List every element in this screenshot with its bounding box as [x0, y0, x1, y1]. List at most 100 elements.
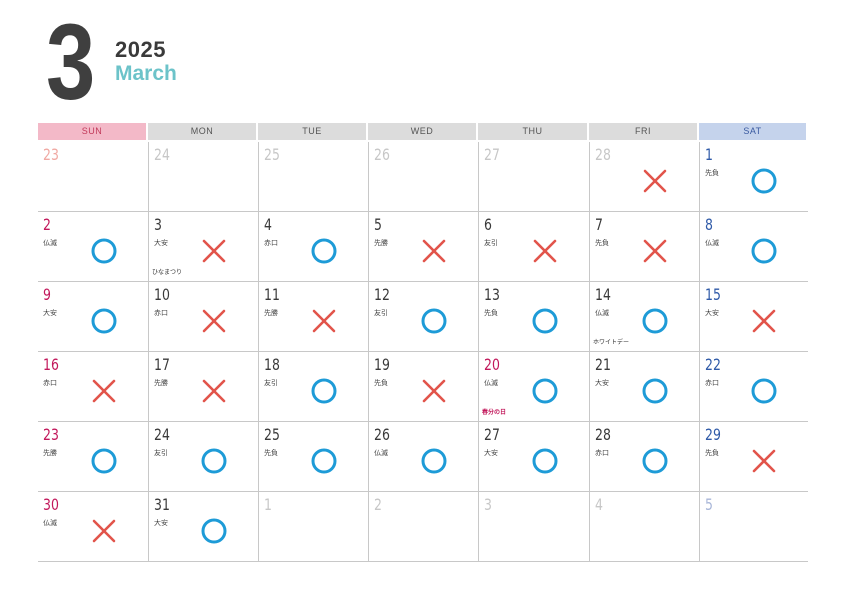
cross-mark-icon	[202, 379, 226, 403]
rokuyo-label: 大安	[43, 310, 57, 317]
day-number: 24	[154, 425, 170, 444]
rokuyo-label: 仏滅	[595, 310, 609, 317]
day-number: 6	[484, 215, 492, 234]
rokuyo-label: 先負	[705, 450, 719, 457]
circle-mark-icon	[751, 378, 777, 404]
day-number: 28	[595, 425, 611, 444]
day-number: 21	[595, 355, 611, 374]
day-number: 10	[154, 285, 170, 304]
day-number: 30	[43, 495, 59, 514]
day-number: 22	[705, 355, 721, 374]
day-cell[interactable]: 25 先負	[258, 422, 368, 492]
rokuyo-label: 仏滅	[43, 240, 57, 247]
day-number: 15	[705, 285, 721, 304]
day-number: 12	[374, 285, 390, 304]
circle-mark-icon	[642, 308, 668, 334]
rokuyo-label: 赤口	[154, 310, 168, 317]
cross-mark-icon	[312, 309, 336, 333]
day-number: 4	[595, 495, 603, 514]
rokuyo-label: 先負	[264, 450, 278, 457]
weekday-header-fri: FRI	[589, 123, 697, 140]
day-cell[interactable]: 26	[368, 142, 478, 212]
day-number: 9	[43, 285, 51, 304]
day-number: 2	[43, 215, 51, 234]
rokuyo-label: 赤口	[595, 450, 609, 457]
day-number: 18	[264, 355, 280, 374]
rokuyo-label: 先負	[705, 170, 719, 177]
weekday-header-mon: MON	[148, 123, 256, 140]
circle-mark-icon	[311, 378, 337, 404]
month-name: March	[115, 62, 177, 85]
day-number: 3	[154, 215, 162, 234]
day-cell[interactable]: 30 仏滅	[38, 492, 148, 562]
day-number: 3	[484, 495, 492, 514]
day-cell[interactable]: 1	[258, 492, 368, 562]
day-cell[interactable]: 22 赤口	[699, 352, 808, 422]
day-cell[interactable]: 28 赤口	[589, 422, 699, 492]
day-cell[interactable]: 24	[148, 142, 258, 212]
circle-mark-icon	[532, 378, 558, 404]
day-number: 5	[705, 495, 713, 514]
day-cell[interactable]: 19 先負	[368, 352, 478, 422]
rokuyo-label: 赤口	[705, 380, 719, 387]
rokuyo-label: 先負	[374, 380, 388, 387]
day-cell[interactable]: 4	[589, 492, 699, 562]
day-number: 14	[595, 285, 611, 304]
event-label: ひなまつり	[152, 270, 183, 276]
day-cell[interactable]: 27	[478, 142, 589, 212]
day-number: 25	[264, 145, 280, 164]
day-number: 24	[154, 145, 170, 164]
day-cell[interactable]: 28	[589, 142, 699, 212]
day-cell[interactable]: 9 大安	[38, 282, 148, 352]
rokuyo-label: 友引	[264, 380, 278, 387]
day-cell[interactable]: 3 大安ひなまつり	[148, 212, 258, 282]
day-cell[interactable]: 25	[258, 142, 368, 212]
day-cell[interactable]: 2 仏滅	[38, 212, 148, 282]
cross-mark-icon	[422, 379, 446, 403]
day-number: 28	[595, 145, 611, 164]
circle-mark-icon	[421, 448, 447, 474]
rokuyo-label: 仏滅	[43, 520, 57, 527]
rokuyo-label: 大安	[154, 240, 168, 247]
day-number: 25	[264, 425, 280, 444]
rokuyo-label: 仏滅	[705, 240, 719, 247]
day-cell[interactable]: 10 赤口	[148, 282, 258, 352]
day-cell[interactable]: 5	[699, 492, 808, 562]
day-cell[interactable]: 3	[478, 492, 589, 562]
day-number: 1	[264, 495, 272, 514]
cross-mark-icon	[202, 309, 226, 333]
day-cell[interactable]: 2	[368, 492, 478, 562]
circle-mark-icon	[91, 308, 117, 334]
day-number: 27	[484, 145, 500, 164]
day-number: 26	[374, 145, 390, 164]
day-number: 2	[374, 495, 382, 514]
day-number: 19	[374, 355, 390, 374]
cross-mark-icon	[422, 239, 446, 263]
day-cell[interactable]: 23	[38, 142, 148, 212]
day-cell[interactable]: 18 友引	[258, 352, 368, 422]
circle-mark-icon	[421, 308, 447, 334]
day-number: 27	[484, 425, 500, 444]
